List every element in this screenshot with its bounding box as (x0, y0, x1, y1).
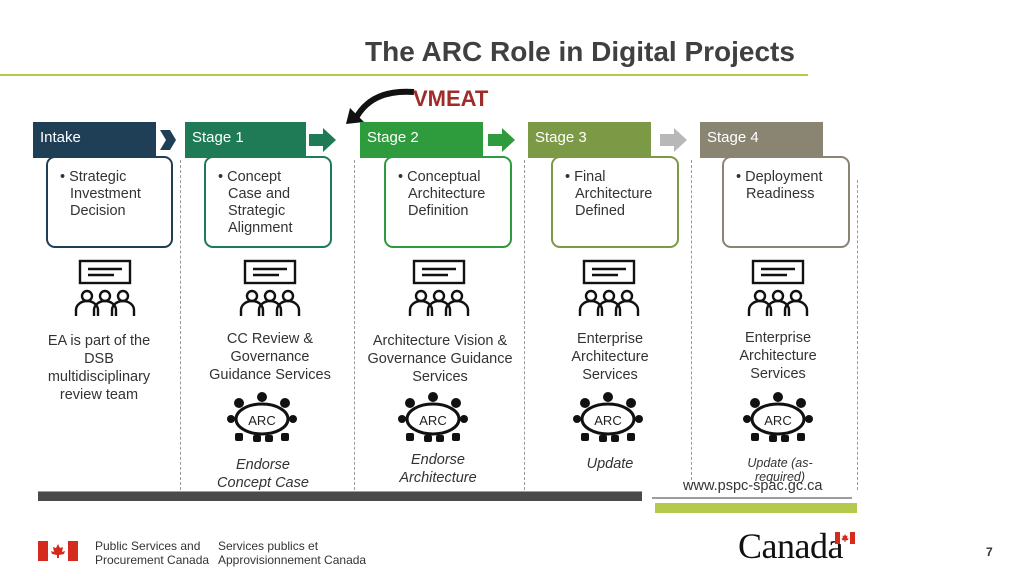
divider-bar (38, 492, 642, 501)
stage-card-stage4: • Deployment Readiness (722, 156, 850, 248)
stage-card-stage1: • Concept Case and Strategic Alignment (204, 156, 332, 248)
card-line: • Concept (218, 169, 282, 185)
department-name-fr: Services publics et Approvisionnement Ca… (218, 539, 366, 567)
card-line: • Conceptual (398, 169, 481, 185)
arc-board-meeting-icon (398, 392, 468, 442)
chevron-right-icon (160, 130, 176, 150)
dept-line: Public Services and (95, 539, 201, 553)
service-line: CC Review & (226, 331, 314, 347)
page-number: 7 (986, 545, 993, 559)
column-divider (857, 180, 858, 490)
team-presentation-icon (74, 259, 136, 316)
service-line: Architecture Vision & (372, 333, 508, 349)
team-presentation-icon (747, 259, 809, 316)
card-line: • Final (565, 169, 606, 185)
website-url[interactable]: www.pspc-spac.gc.ca (683, 478, 823, 494)
arc-board-meeting-icon (743, 392, 813, 442)
card-line: Alignment (228, 220, 293, 236)
card-line: Decision (70, 203, 126, 219)
stage-card-intake: • Strategic Investment Decision (46, 156, 173, 248)
service-text-stage4: Enterprise Architecture Services (703, 329, 853, 383)
card-line: Architecture (408, 186, 486, 202)
service-text-intake: EA is part of the DSB multidisciplinary … (24, 332, 174, 404)
team-presentation-icon (239, 259, 301, 316)
service-line: Architecture (739, 348, 817, 364)
action-line: Update (586, 456, 634, 472)
dept-line: Approvisionnement Canada (218, 553, 367, 567)
dept-line: Services publics et (218, 539, 319, 553)
service-line: DSB (84, 351, 114, 367)
arc-label: ARC (248, 413, 276, 428)
action-line: required) (754, 470, 806, 484)
arc-label: ARC (419, 413, 447, 428)
service-text-stage2: Architecture Vision & Governance Guidanc… (362, 332, 518, 386)
arc-action-stage3: Update (540, 455, 680, 473)
service-text-stage3: Enterprise Architecture Services (535, 330, 685, 384)
card-line: Definition (408, 203, 469, 219)
card-line: Investment (70, 186, 141, 202)
action-line: Concept Case (217, 475, 309, 491)
department-name-en: Public Services and Procurement Canada (95, 539, 209, 567)
arc-label: ARC (764, 413, 792, 428)
divider-bar (652, 497, 852, 499)
column-divider (180, 160, 181, 490)
card-line: Strategic (228, 203, 286, 219)
arc-board-meeting-icon (227, 392, 297, 442)
dept-line: Procurement Canada (95, 553, 210, 567)
service-line: EA is part of the (47, 333, 151, 349)
vmeat-arrow-icon (346, 88, 415, 124)
canada-flag-icon (38, 541, 78, 561)
arc-action-stage4: Update (as- required) (710, 456, 850, 484)
vmeat-label: VMEAT (413, 86, 489, 111)
stage-header-stage1: Stage 1 (185, 122, 306, 158)
service-line: Governance (230, 349, 310, 365)
arc-board-meeting-icon (573, 392, 643, 442)
service-line: Enterprise (744, 330, 812, 346)
arrow-right-icon (660, 128, 687, 152)
stage-card-stage3: • Final Architecture Defined (551, 156, 679, 248)
arrow-right-icon (488, 128, 515, 152)
arrow-right-icon (309, 128, 336, 152)
stage-header-stage3: Stage 3 (528, 122, 651, 158)
service-line: Architecture (571, 349, 649, 365)
slide-title: The ARC Role in Digital Projects (365, 36, 795, 67)
service-line: review team (59, 387, 139, 403)
card-line: Defined (575, 203, 625, 219)
service-line: Services (750, 366, 806, 382)
service-line: Services (582, 367, 638, 383)
column-divider (354, 160, 355, 490)
team-presentation-icon (578, 259, 640, 316)
canada-wordmark-flag-icon (835, 532, 855, 544)
stage-header-stage4: Stage 4 (700, 122, 823, 158)
card-line: Readiness (746, 186, 815, 202)
action-line: Architecture (399, 470, 477, 486)
stage-header-stage2: Stage 2 (360, 122, 483, 158)
arc-label: ARC (594, 413, 622, 428)
team-presentation-icon (408, 259, 470, 316)
accent-bar (655, 503, 857, 513)
column-divider (524, 160, 525, 490)
card-line: • Deployment (736, 169, 823, 185)
title-underline (0, 74, 808, 76)
stage-card-stage2: • Conceptual Architecture Definition (384, 156, 512, 248)
arc-action-stage1: Endorse Concept Case (193, 456, 333, 492)
arc-action-stage2: Endorse Architecture (368, 451, 508, 487)
action-line: Endorse (410, 452, 465, 468)
action-line: Update (as- (747, 456, 813, 470)
service-line: Governance Guidance (367, 351, 513, 367)
service-line: multidisciplinary (47, 369, 151, 385)
card-line: Architecture (575, 186, 653, 202)
stage-header-intake: Intake (33, 122, 156, 158)
service-line: Services (412, 369, 468, 385)
card-line: Case and (228, 186, 291, 202)
canada-wordmark: Canada (738, 526, 843, 566)
card-line: • Strategic (60, 169, 127, 185)
service-line: Guidance Services (209, 367, 331, 383)
column-divider (691, 160, 692, 480)
service-text-stage1: CC Review & Governance Guidance Services (195, 330, 345, 384)
service-line: Enterprise (576, 331, 644, 347)
action-line: Endorse (235, 457, 290, 473)
